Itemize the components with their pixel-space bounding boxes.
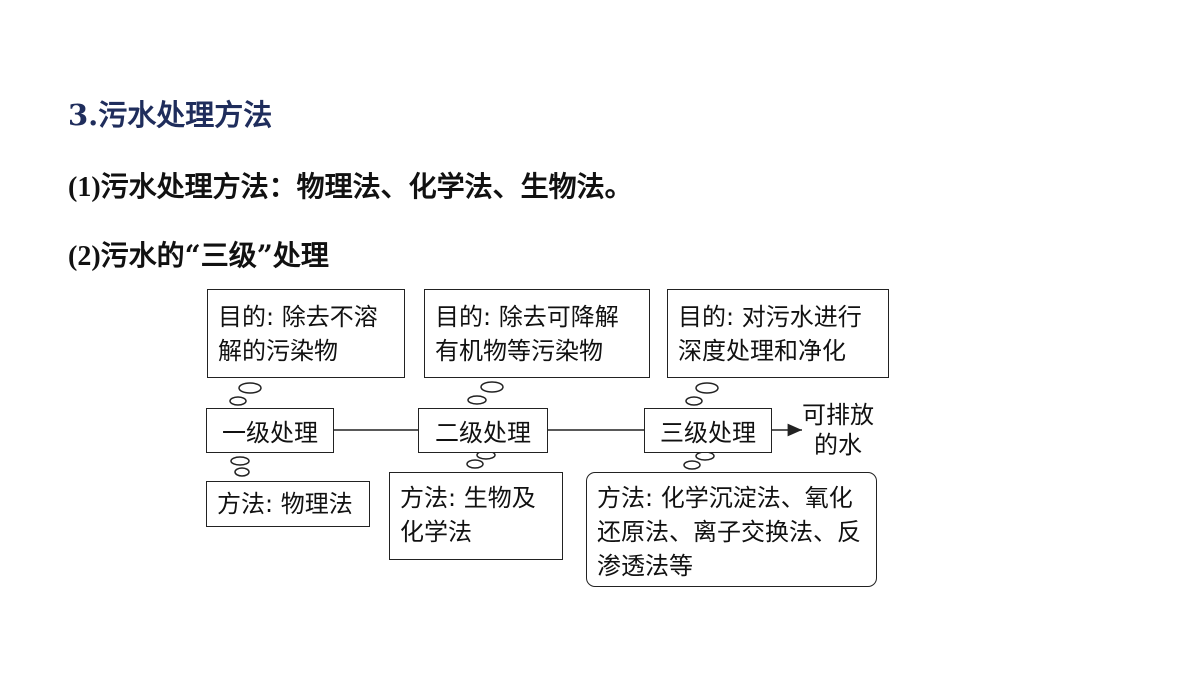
bubble-dot bbox=[229, 396, 247, 406]
bubble-dot bbox=[695, 451, 715, 461]
bubble-dot bbox=[234, 467, 250, 477]
method-box-stage-3: 方法: 化学沉淀法、氧化还原法、离子交换法、反渗透法等 bbox=[586, 472, 877, 587]
bubble-dot bbox=[480, 381, 504, 393]
bubble-dot bbox=[683, 460, 701, 470]
outlet-line-1: 可排放 bbox=[802, 401, 874, 429]
bubble-dot bbox=[466, 459, 484, 469]
point-2: (2)污水的“三级”处理 bbox=[68, 234, 329, 274]
bubble-dot bbox=[695, 382, 719, 394]
bubble-dot bbox=[685, 396, 703, 406]
method-box-stage-2: 方法: 生物及化学法 bbox=[389, 472, 563, 560]
point-2-text: 污水的“三级”处理 bbox=[100, 239, 329, 272]
bubble-dot bbox=[467, 395, 487, 405]
point-1-number: (1) bbox=[68, 172, 101, 203]
outlet-line-2: 的水 bbox=[814, 431, 862, 459]
method-box-stage-1: 方法: 物理法 bbox=[206, 481, 370, 527]
point-1-text: 污水处理方法：物理法、化学法、生物法。 bbox=[100, 170, 633, 203]
bubble-dot bbox=[230, 456, 250, 466]
stage-box-2: 二级处理 bbox=[418, 408, 548, 453]
section-heading: 3.污水处理方法 bbox=[68, 98, 273, 132]
goal-box-stage-3: 目的: 对污水进行深度处理和净化 bbox=[667, 289, 889, 378]
stage-box-1: 一级处理 bbox=[206, 408, 334, 453]
dischargeable-water-label: 可排放 的水 bbox=[802, 400, 874, 460]
goal-box-stage-2: 目的: 除去可降解有机物等污染物 bbox=[424, 289, 650, 378]
goal-box-stage-1: 目的: 除去不溶解的污染物 bbox=[207, 289, 405, 378]
point-2-number: (2) bbox=[68, 241, 101, 272]
point-1: (1)污水处理方法：物理法、化学法、生物法。 bbox=[68, 165, 633, 205]
stage-box-3: 三级处理 bbox=[644, 408, 772, 453]
bubble-dot bbox=[238, 382, 262, 394]
